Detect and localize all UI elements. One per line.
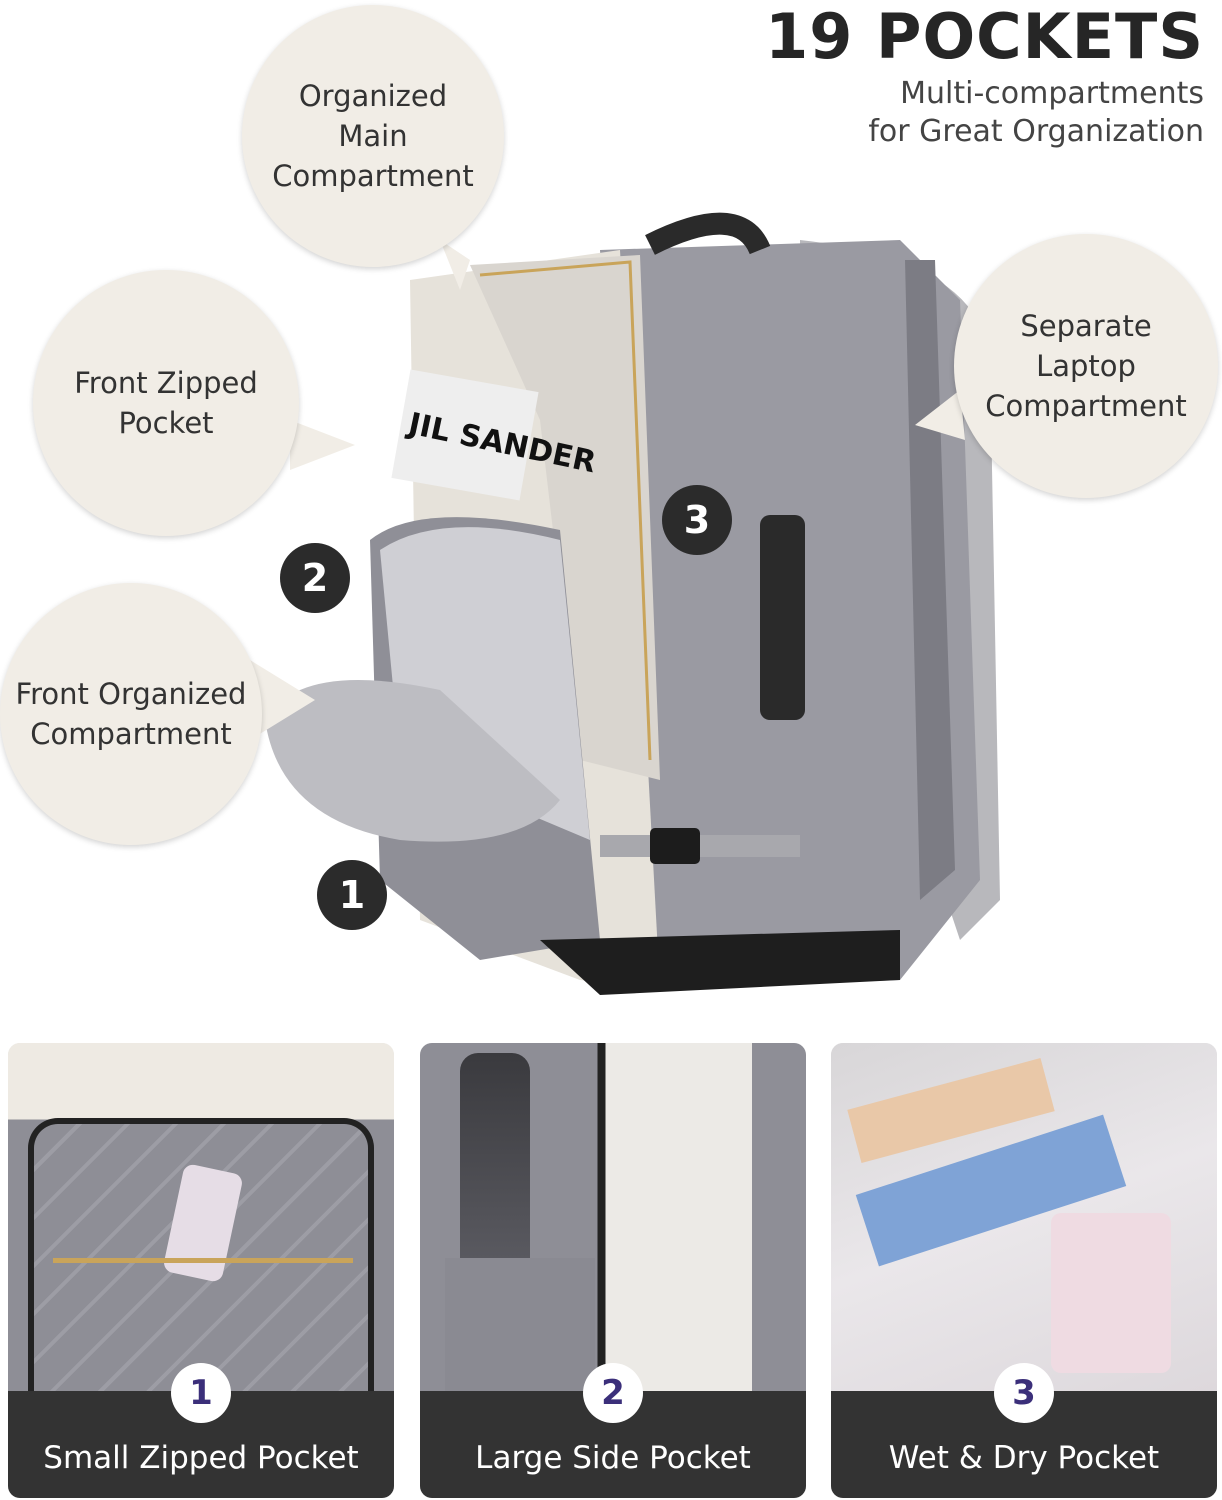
callout-label: Separate Laptop Compartment — [985, 309, 1187, 423]
small-zipped-pocket-image — [8, 1043, 394, 1398]
callout-label: Front Organized Compartment — [15, 677, 247, 751]
callout-front-organized-compartment: Front Organized Compartment — [0, 583, 262, 845]
wet-dry-pocket-image — [831, 1043, 1217, 1391]
backpack-image: JIL SANDER — [250, 212, 1000, 995]
panel-small-zipped-pocket: Small Zipped Pocket 1 — [8, 1043, 394, 1498]
panel-label: Small Zipped Pocket — [43, 1440, 359, 1476]
panel-large-side-pocket: Large Side Pocket 2 — [420, 1043, 806, 1498]
large-side-pocket-image — [420, 1043, 806, 1398]
panel-number: 1 — [171, 1363, 231, 1423]
callout-separate-laptop-compartment: Separate Laptop Compartment — [954, 234, 1218, 498]
panel-wet-dry-pocket: Wet & Dry Pocket 3 — [831, 1043, 1217, 1498]
badge-2: 2 — [280, 543, 350, 613]
callout-organized-main-compartment: Organized Main Compartment — [242, 5, 504, 267]
badge-1: 1 — [317, 860, 387, 930]
panel-number: 3 — [994, 1363, 1054, 1423]
callout-front-zipped-pocket: Front Zipped Pocket — [33, 270, 299, 536]
panel-label: Wet & Dry Pocket — [888, 1440, 1160, 1476]
subtitle-line-2: for Great Organization — [868, 114, 1204, 149]
badge-3: 3 — [662, 485, 732, 555]
page-title: 19 POCKETS — [765, 0, 1204, 73]
panel-number: 2 — [583, 1363, 643, 1423]
callout-label: Organized Main Compartment — [272, 79, 474, 193]
panel-label: Large Side Pocket — [475, 1440, 751, 1476]
subtitle-line-1: Multi-compartments — [900, 76, 1204, 111]
callout-label: Front Zipped Pocket — [74, 366, 258, 440]
